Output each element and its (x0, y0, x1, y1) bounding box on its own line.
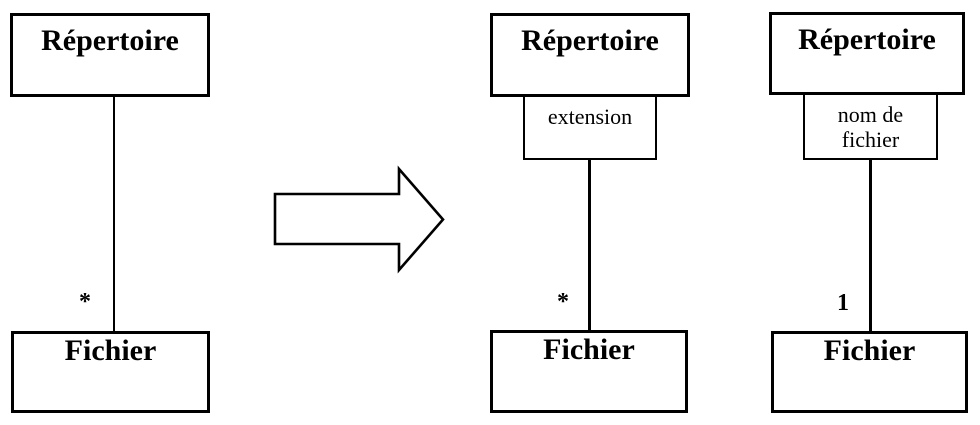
class-box-fichier-left: Fichier (11, 331, 210, 413)
class-box-fichier-right: Fichier (771, 331, 968, 413)
multiplicity-label-right: 1 (837, 290, 849, 316)
class-name-repertoire-right: Répertoire (798, 23, 936, 56)
class-box-repertoire-middle: Répertoire (490, 13, 690, 97)
class-name-fichier-left: Fichier (64, 334, 157, 367)
qualifier-label-nom-de-line1: nom de (837, 101, 904, 127)
qualifier-box-extension: extension (523, 95, 657, 160)
class-box-repertoire-left: Répertoire (10, 13, 210, 97)
class-box-fichier-middle: Fichier (490, 330, 688, 413)
qualifier-label-extension: extension (547, 104, 633, 129)
class-name-repertoire-left: Répertoire (41, 24, 179, 57)
class-name-fichier-right: Fichier (823, 334, 916, 367)
multiplicity-label-middle: * (557, 289, 569, 315)
multiplicity-label-left: * (79, 289, 91, 315)
qualifier-label-nom-de-line2: fichier (841, 126, 900, 152)
class-name-repertoire-middle: Répertoire (521, 24, 659, 57)
qualifier-box-nom-de-fichier: nom de fichier (803, 93, 938, 160)
association-line-middle (588, 158, 591, 331)
association-line-right (869, 158, 872, 332)
association-line-left (112, 95, 115, 333)
class-name-fichier-middle: Fichier (543, 333, 635, 366)
class-box-repertoire-right: Répertoire (769, 12, 965, 95)
